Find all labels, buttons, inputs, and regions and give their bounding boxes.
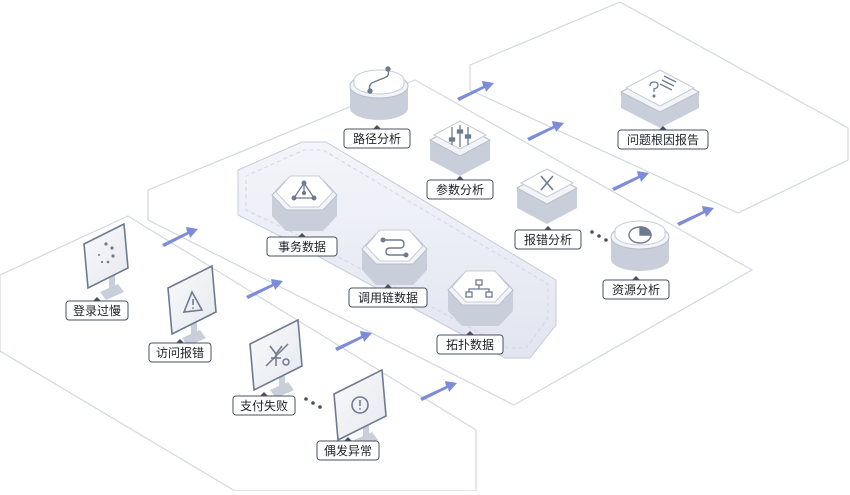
analysis-device-path	[349, 66, 409, 120]
symptom-monitor-2	[167, 264, 217, 346]
arrow-7	[612, 171, 649, 191]
exclamation-icon	[351, 396, 369, 414]
arrow-3	[335, 331, 372, 351]
report-device	[619, 69, 701, 128]
label-analysis-param: 参数分析	[426, 176, 494, 200]
trace-icon	[380, 237, 409, 258]
label-symptom-2: 访问报错	[148, 339, 212, 363]
arrow-4	[420, 381, 457, 401]
data-source-hex-1	[271, 175, 338, 231]
arrow-5	[457, 81, 494, 101]
analysis-device-error	[515, 168, 579, 224]
arrow-8	[677, 206, 714, 226]
report-label: 问题根因报告	[627, 132, 699, 147]
data-source-hex-3	[447, 270, 514, 326]
analysis-device-param	[428, 120, 492, 176]
network-icon	[291, 180, 317, 201]
label-data-source-2: 调用链数据	[348, 284, 428, 308]
arrow-6	[527, 121, 564, 141]
path-icon	[367, 66, 391, 94]
data-source-label-3: 拓扑数据	[446, 337, 494, 352]
pie-icon	[628, 226, 652, 244]
analysis-label-param: 参数分析	[436, 182, 484, 197]
x-mark-icon	[540, 175, 554, 191]
payment-failed-icon	[265, 343, 290, 367]
report-icon	[649, 75, 677, 98]
topology-icon	[465, 279, 493, 298]
data-source-label-1: 事务数据	[278, 239, 326, 254]
more-dots	[304, 230, 608, 409]
analysis-label-error: 报错分析	[524, 232, 572, 247]
symptom-monitor-1	[83, 222, 129, 300]
loading-icon	[98, 242, 115, 264]
symptom-label-1: 登录过慢	[73, 303, 121, 318]
data-source-hex-2	[361, 229, 428, 285]
analysis-label-path: 路径分析	[353, 131, 401, 146]
label-report: 问题根因报告	[617, 126, 709, 150]
label-data-source-3: 拓扑数据	[436, 331, 504, 355]
label-analysis-path: 路径分析	[343, 125, 411, 149]
label-symptom-4: 偶发异常	[316, 437, 380, 461]
symptom-label-3: 支付失败	[240, 398, 288, 413]
label-analysis-error: 报错分析	[514, 226, 582, 250]
label-symptom-3: 支付失败	[232, 392, 296, 416]
label-analysis-resource: 资源分析	[602, 276, 670, 300]
symptom-label-2: 访问报错	[156, 345, 204, 360]
warning-icon	[182, 290, 204, 313]
symptom-monitor-3	[249, 318, 303, 398]
label-symptom-1: 登录过慢	[65, 297, 129, 321]
analysis-device-resource	[610, 220, 670, 271]
symptom-label-4: 偶发异常	[324, 443, 372, 458]
data-source-label-2: 调用链数据	[358, 290, 418, 305]
sliders-icon	[448, 125, 472, 147]
flow-arrows	[162, 81, 714, 401]
analysis-label-resource: 资源分析	[612, 283, 660, 297]
label-data-source-1: 事务数据	[266, 233, 338, 257]
arrow-1	[162, 227, 198, 247]
arrow-2	[246, 279, 283, 299]
